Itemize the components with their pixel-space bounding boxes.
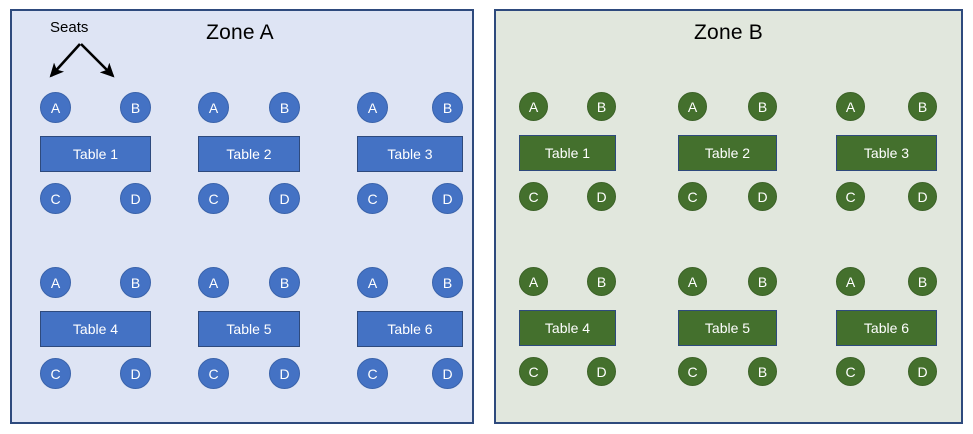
seat-a[interactable]: A: [836, 92, 865, 121]
seat-a[interactable]: A: [40, 92, 71, 123]
seat-d[interactable]: D: [587, 182, 616, 211]
seat-row-bottom: C D: [519, 357, 616, 386]
zone-a-title: Zone A: [206, 21, 274, 44]
seat-c[interactable]: C: [678, 182, 707, 211]
seat-row-bottom: C D: [198, 183, 300, 214]
seat-d[interactable]: D: [120, 358, 151, 389]
seat-d[interactable]: D: [748, 182, 777, 211]
seat-b[interactable]: B: [748, 267, 777, 296]
seat-a[interactable]: A: [198, 267, 229, 298]
seat-c[interactable]: C: [198, 183, 229, 214]
seat-row-bottom: C D: [836, 357, 937, 386]
seat-row-bottom: C D: [836, 182, 937, 211]
seat-a[interactable]: A: [357, 267, 388, 298]
seat-row-top: A B: [40, 92, 151, 123]
table-rect[interactable]: Table 2: [198, 136, 300, 172]
seat-row-top: A B: [519, 267, 616, 296]
seat-c[interactable]: C: [357, 183, 388, 214]
table-rect[interactable]: Table 5: [678, 310, 777, 346]
seat-d[interactable]: D: [587, 357, 616, 386]
seat-a[interactable]: A: [519, 92, 548, 121]
seat-row-top: A B: [40, 267, 151, 298]
seat-b[interactable]: B: [432, 92, 463, 123]
seat-b[interactable]: B: [120, 92, 151, 123]
seat-row-bottom: C D: [40, 358, 151, 389]
seat-b[interactable]: B: [269, 267, 300, 298]
seat-row-bottom: C D: [198, 358, 300, 389]
seat-row-top: A B: [357, 267, 463, 298]
seat-row-top: A B: [519, 92, 616, 121]
seat-c[interactable]: C: [40, 183, 71, 214]
seat-b[interactable]: B: [748, 92, 777, 121]
seat-a[interactable]: A: [357, 92, 388, 123]
seat-d[interactable]: D: [432, 183, 463, 214]
seat-row-top: A B: [357, 92, 463, 123]
seat-b[interactable]: B: [908, 92, 937, 121]
seat-row-top: A B: [836, 92, 937, 121]
seat-c[interactable]: C: [836, 357, 865, 386]
table-rect[interactable]: Table 2: [678, 135, 777, 171]
seat-b[interactable]: B: [908, 267, 937, 296]
seat-a[interactable]: A: [678, 92, 707, 121]
table-rect[interactable]: Table 6: [836, 310, 937, 346]
seat-c[interactable]: C: [519, 182, 548, 211]
seat-a[interactable]: A: [198, 92, 229, 123]
seat-c[interactable]: C: [519, 357, 548, 386]
table-rect[interactable]: Table 1: [519, 135, 616, 171]
seat-c[interactable]: C: [836, 182, 865, 211]
seat-row-top: A B: [836, 267, 937, 296]
seat-c[interactable]: C: [357, 358, 388, 389]
seat-a[interactable]: A: [40, 267, 71, 298]
seat-d[interactable]: D: [269, 183, 300, 214]
seat-b[interactable]: B: [120, 267, 151, 298]
table-rect[interactable]: Table 1: [40, 136, 151, 172]
seat-d[interactable]: D: [269, 358, 300, 389]
table-rect[interactable]: Table 6: [357, 311, 463, 347]
seat-b[interactable]: B: [587, 92, 616, 121]
table-rect[interactable]: Table 4: [40, 311, 151, 347]
seat-row-bottom: C D: [519, 182, 616, 211]
seat-d[interactable]: D: [432, 358, 463, 389]
seat-b[interactable]: B: [432, 267, 463, 298]
table-rect[interactable]: Table 5: [198, 311, 300, 347]
zone-b-title: Zone B: [694, 21, 763, 44]
seat-row-bottom: C B: [678, 357, 777, 386]
seat-a[interactable]: A: [678, 267, 707, 296]
seat-row-top: A B: [198, 267, 300, 298]
table-rect[interactable]: Table 4: [519, 310, 616, 346]
seat-a[interactable]: A: [836, 267, 865, 296]
zone-b-panel[interactable]: Zone B A B Table 1 C D A B Table 2 C D: [494, 9, 963, 424]
seat-d[interactable]: D: [908, 182, 937, 211]
seat-d[interactable]: D: [120, 183, 151, 214]
seat-row-bottom: C D: [40, 183, 151, 214]
seat-d[interactable]: D: [908, 357, 937, 386]
seat-c[interactable]: C: [678, 357, 707, 386]
seat-row-bottom: C D: [357, 183, 463, 214]
seat-d[interactable]: B: [748, 357, 777, 386]
seat-c[interactable]: C: [198, 358, 229, 389]
table-rect[interactable]: Table 3: [357, 136, 463, 172]
seat-row-top: A B: [678, 267, 777, 296]
seat-a[interactable]: A: [519, 267, 548, 296]
seat-row-top: A B: [198, 92, 300, 123]
zone-a-panel[interactable]: Zone A A B Table 1 C D A B Table 2 C D: [10, 9, 474, 424]
seat-row-top: A B: [678, 92, 777, 121]
seat-row-bottom: C D: [678, 182, 777, 211]
seat-row-bottom: C D: [357, 358, 463, 389]
seat-b[interactable]: B: [269, 92, 300, 123]
table-rect[interactable]: Table 3: [836, 135, 937, 171]
seat-b[interactable]: B: [587, 267, 616, 296]
seat-c[interactable]: C: [40, 358, 71, 389]
